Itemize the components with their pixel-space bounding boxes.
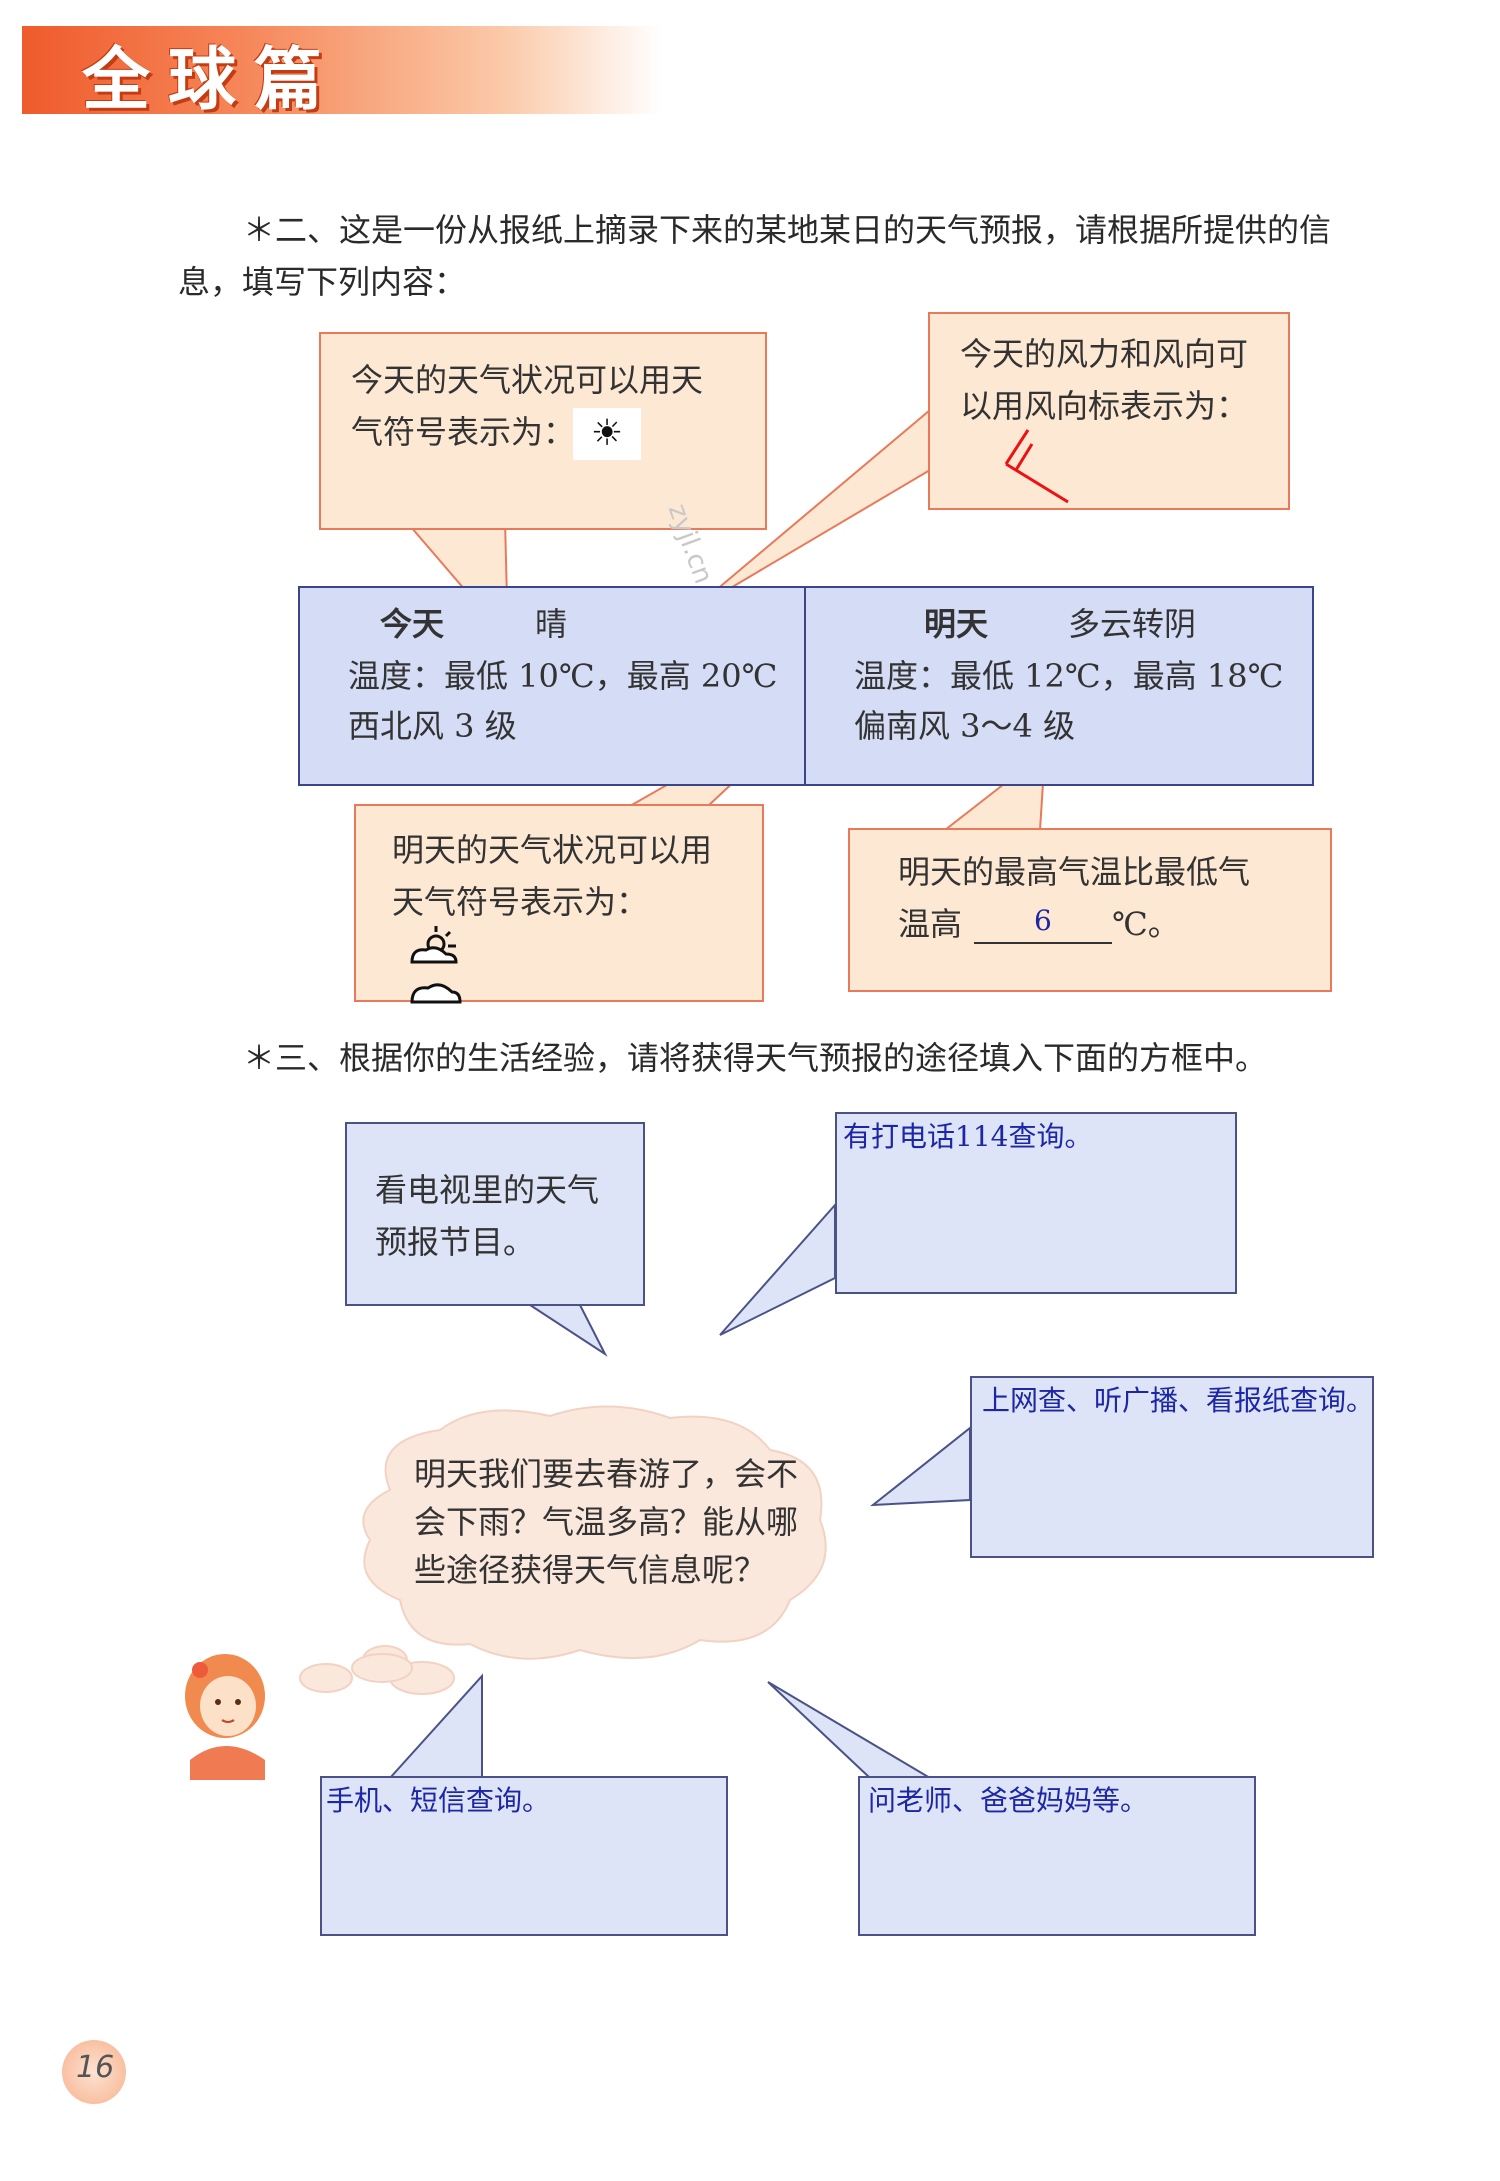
callout-wind-line2: 以用风向标表示为： — [960, 387, 1249, 425]
tomorrow-label: 明天 — [924, 605, 989, 643]
tail-example — [526, 1304, 608, 1357]
callout-today-line1: 今天的天气状况可以用天 — [351, 361, 704, 399]
cloudy-sun-icon — [410, 926, 462, 1004]
callout-diff-suffix: ℃。 — [1112, 905, 1180, 943]
page-title: 全球篇 — [82, 41, 341, 120]
callout-today-line2: 气符号表示为： — [351, 413, 576, 451]
answer-mobile: 手机、短信查询。 — [326, 1784, 551, 1817]
girl-illustration-icon — [185, 1654, 265, 1780]
callout-diff-prefix: 温高 — [898, 905, 963, 943]
thought-line1: 明天我们要去春游了，会不 — [414, 1455, 799, 1493]
tomorrow-temp: 温度：最低 12℃，最高 18℃ — [854, 657, 1284, 695]
callout-wind: 今天的风力和风向可 以用风向标表示为： — [928, 312, 1290, 510]
tail-net — [869, 1425, 971, 1507]
page-number-badge — [62, 2040, 126, 2104]
answer-box-phone[interactable]: 有打电话114查询。 — [835, 1112, 1237, 1294]
tomorrow-wind: 偏南风 3～4 级 — [854, 707, 1076, 745]
callout-tomorrow-line2: 天气符号表示为： — [392, 883, 649, 921]
tomorrow-weather: 多云转阴 — [1068, 605, 1197, 643]
answer-box-ask[interactable]: 问老师、爸爸妈妈等。 — [858, 1776, 1256, 1936]
callout-diff-line1: 明天的最高气温比最低气 — [898, 853, 1251, 891]
callout-wind-line1: 今天的风力和风向可 — [960, 335, 1249, 373]
today-temp: 温度：最低 10℃，最高 20℃ — [348, 657, 778, 695]
sun-icon: ☀ — [573, 408, 641, 460]
today-wind: 西北风 3 级 — [348, 707, 517, 745]
example-line1: 看电视里的天气 — [375, 1171, 600, 1209]
answer-box-net[interactable]: 上网查、听广播、看报纸查询。 — [970, 1376, 1374, 1558]
callout-diff: 明天的最高气温比最低气 温高 6 ℃。 — [848, 828, 1332, 992]
callout-tomorrow-line1: 明天的天气状况可以用 — [392, 831, 713, 869]
wind-vane-icon — [1004, 429, 1069, 504]
diff-answer[interactable]: 6 — [1034, 904, 1052, 937]
answer-phone: 有打电话114查询。 — [843, 1120, 1093, 1153]
header-banner — [22, 26, 662, 114]
thought-bubbles — [299, 1653, 413, 1693]
thought-line3: 些途径获得天气信息呢？ — [414, 1551, 767, 1589]
answer-net: 上网查、听广播、看报纸查询。 — [982, 1384, 1375, 1417]
forecast-tomorrow: 明天 多云转阴 温度：最低 12℃，最高 18℃ 偏南风 3～4 级 — [804, 586, 1314, 786]
answer-underline — [974, 942, 1112, 944]
q2-intro-line1: ＊二、这是一份从报纸上摘录下来的某地某日的天气预报，请根据所提供的信 — [243, 211, 1332, 249]
tail-phone — [719, 1202, 836, 1336]
answer-ask: 问老师、爸爸妈妈等。 — [868, 1784, 1149, 1817]
page-number: 16 — [76, 2050, 115, 2085]
example-line2: 预报节目。 — [375, 1223, 536, 1261]
thought-line2: 会下雨？气温多高？能从哪 — [414, 1503, 799, 1541]
answer-box-mobile[interactable]: 手机、短信查询。 — [320, 1776, 728, 1936]
q3-intro: ＊三、根据你的生活经验，请将获得天气预报的途径填入下面的方框中。 — [243, 1039, 1268, 1077]
callout-tomorrow-symbol: 明天的天气状况可以用 天气符号表示为： — [354, 804, 764, 1004]
today-weather: 晴 — [535, 605, 568, 643]
forecast-today: 今天 晴 温度：最低 10℃，最高 20℃ 西北风 3 级 — [298, 586, 806, 786]
callout-today-symbol: 今天的天气状况可以用天 气符号表示为： ☀ — [319, 332, 767, 530]
example-box: 看电视里的天气 预报节目。 — [345, 1122, 645, 1306]
today-label: 今天 — [380, 605, 445, 643]
q2-intro-line2: 息，填写下列内容： — [178, 263, 467, 301]
